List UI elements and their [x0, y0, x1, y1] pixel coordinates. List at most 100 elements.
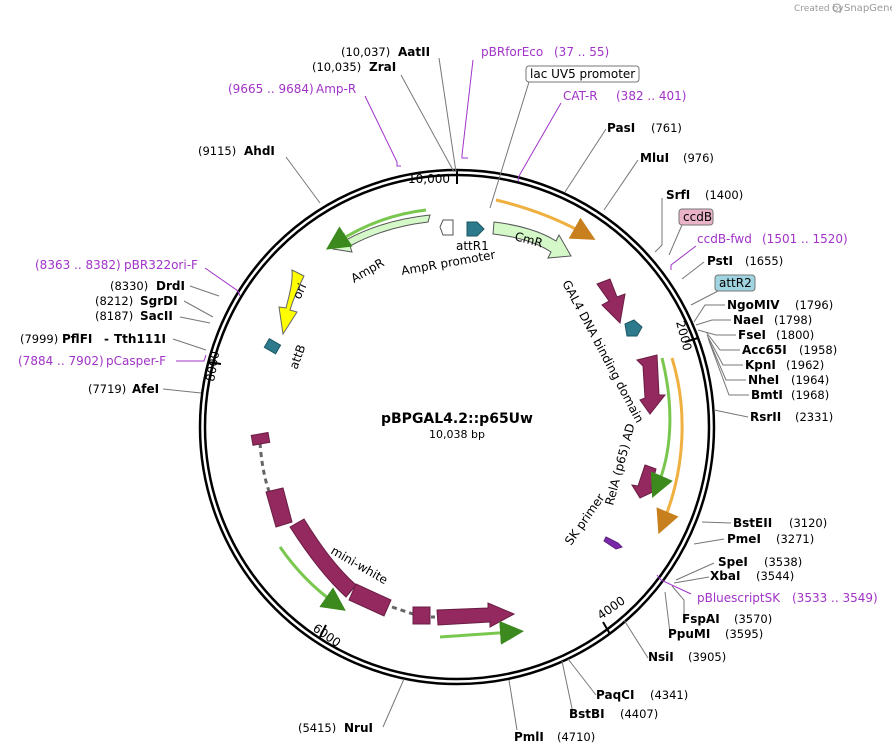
plasmid-name: pBPGAL4.2::p65Uw [381, 411, 533, 427]
snapgene-logo-icon [832, 3, 842, 13]
leader-ngomiv [693, 304, 725, 323]
leader-pmei [693, 538, 725, 545]
primer-pbr322ori-f-name: pBR322ori-F [124, 258, 198, 272]
ampr-promoter-arrow[interactable] [439, 219, 454, 236]
site-sgrdi-name: SgrDI [140, 294, 178, 308]
attr2-box[interactable] [714, 274, 756, 292]
site-ngomiv-pos: (1796) [795, 298, 833, 312]
lac-uv5-box[interactable] [525, 65, 640, 83]
site-nhei-name: NheI [748, 373, 779, 387]
site-bstbi-name: BstBI [569, 707, 605, 721]
primer-pcasper-f-range: (7884 .. 7902) [18, 354, 104, 368]
ccdb-box[interactable] [678, 208, 714, 226]
site-pmli-pos: (4710) [557, 730, 595, 744]
tick-4000 [602, 621, 611, 635]
site-fsei-pos: (1800) [776, 328, 814, 342]
primer-leader-ccdb-fwd [670, 245, 697, 270]
snapgene-label: SnapGene [844, 3, 892, 14]
primer-ampr-name: Amp-R [316, 82, 356, 96]
site-paqci-name: PaqCI [596, 688, 634, 702]
site-sgrdi-pos: (8212) [95, 294, 133, 308]
gal4-arrow-2[interactable] [636, 354, 667, 415]
sk-primer-arrow[interactable] [603, 536, 623, 550]
site-paqci-pos: (4341) [650, 688, 688, 702]
leader-psti [681, 261, 705, 280]
leader-bmti [708, 340, 749, 396]
green-arc-right [650, 357, 673, 498]
mini-white-green-1 [278, 546, 346, 611]
attb-box[interactable] [263, 337, 282, 355]
mini-white-exon1[interactable] [250, 431, 271, 446]
created-by-text: Created by [794, 4, 844, 14]
leader-zrai [400, 74, 455, 173]
attr1-arrow[interactable] [466, 221, 485, 237]
leader-srfi [654, 198, 663, 253]
leader-fsei [697, 329, 736, 336]
site-bsteii-pos: (3120) [789, 516, 827, 530]
site-fsei-name: FseI [738, 328, 766, 342]
tick-label-10000: 10,000 [408, 172, 450, 186]
gal4-arrow[interactable] [596, 278, 626, 325]
leader-nhei [707, 337, 746, 381]
site-pmli-name: PmlI [514, 730, 544, 744]
primer-ampr-range: (9665 .. 9684) [228, 82, 314, 96]
tick-6000 [319, 624, 327, 638]
site-pasi-pos: (761) [651, 121, 682, 135]
leader-pmli [508, 679, 518, 731]
primer-pbrforeco-name: pBRforEco [481, 45, 543, 59]
mini-white-exon4[interactable] [348, 583, 392, 617]
leader-bstbi [561, 660, 574, 714]
orange-arc-right [656, 357, 684, 535]
cmr-arrow[interactable] [492, 221, 572, 259]
site-zrai-pos: (10,035) [312, 60, 361, 74]
primer-pbr322ori-f-range: (8363 .. 8382) [35, 258, 121, 272]
mini-white-exon5[interactable] [412, 606, 431, 625]
rela-arrow[interactable] [630, 464, 659, 499]
leader-pflfi [172, 338, 207, 351]
site-pflfi-pos: (7999) [20, 332, 58, 346]
site-spei-pos: (3538) [764, 555, 802, 569]
site-naei-pos: (1798) [774, 313, 812, 327]
site-psti-name: PstI [707, 254, 733, 268]
lac-uv5-label: lac UV5 promoter [530, 67, 635, 81]
plasmid-length: 10,038 bp [429, 428, 485, 441]
site-pasi-name: PasI [607, 121, 635, 135]
leader-sacii [179, 316, 211, 324]
ori-arrow[interactable] [278, 269, 305, 336]
site-rsrii-pos: (2331) [795, 410, 833, 424]
site-kpni-pos: (1962) [786, 358, 824, 372]
site-bstbi-pos: (4407) [620, 707, 658, 721]
site-nsii-name: NsiI [648, 650, 674, 664]
mini-white-exon6[interactable] [436, 602, 516, 628]
leader-nrui [382, 678, 405, 728]
site-srfi-name: SrfI [666, 188, 690, 202]
site-mlui-name: MluI [640, 151, 669, 165]
primer-leader-ampr [364, 95, 401, 167]
site-acc65i-name: Acc65I [742, 343, 787, 357]
site-ngomiv-name: NgoMIV [727, 298, 780, 312]
site-nsii-pos: (3905) [688, 650, 726, 664]
leader-rsrii [713, 409, 749, 418]
primer-leader-cat-r [517, 102, 562, 182]
mini-white-dashed-2 [391, 605, 414, 616]
site-srfi-pos: (1400) [705, 188, 743, 202]
leader-acc65i [705, 331, 740, 351]
primer-pbluescriptsk-name: pBluescriptSK [697, 591, 781, 605]
leader-drdi [189, 285, 220, 297]
ccdb-label: ccdB [683, 210, 712, 224]
site-afei-pos: (7719) [88, 382, 126, 396]
leader-nsii [623, 619, 649, 659]
site-xbai-pos: (3544) [756, 569, 794, 583]
mini-white-exon2[interactable] [265, 487, 293, 528]
site-bmti-pos: (1968) [791, 388, 829, 402]
leader-spei [675, 562, 715, 581]
site-bmti-name: BmtI [751, 388, 783, 402]
site-spei-name: SpeI [718, 555, 748, 569]
leader-pasi [564, 128, 607, 193]
leader-fspai [671, 585, 685, 620]
mini-white-green-2 [439, 620, 524, 645]
leader-ppumi [664, 591, 671, 634]
attr2-arrow[interactable] [624, 319, 643, 337]
attr2-label: attR2 [719, 276, 752, 290]
primer-pbluescriptsk-range: (3533 .. 3549) [792, 591, 878, 605]
